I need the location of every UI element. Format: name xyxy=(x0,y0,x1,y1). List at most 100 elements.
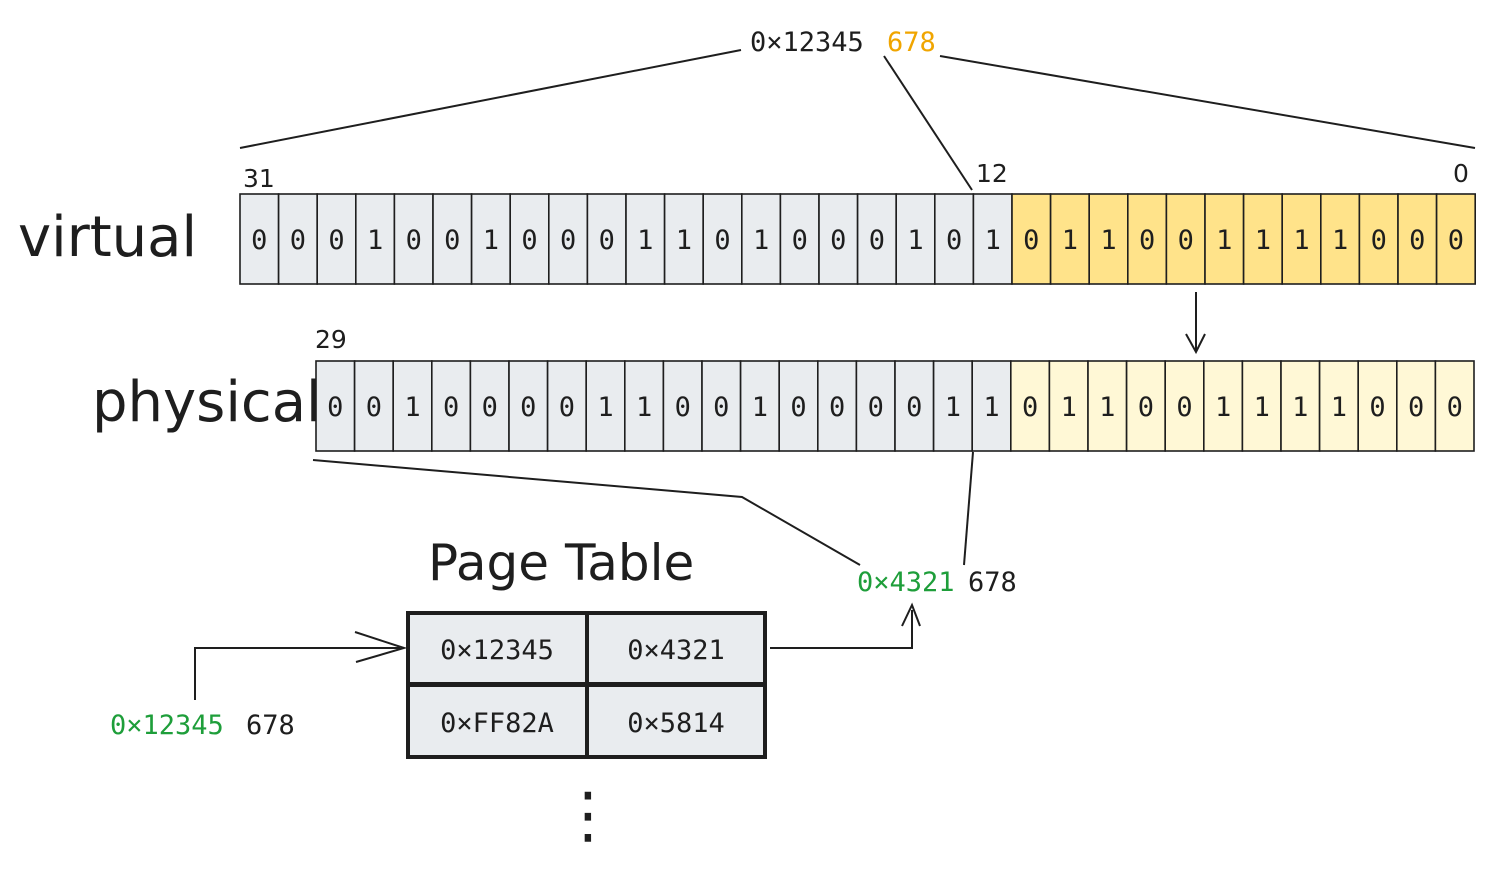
virtual-bit-cell xyxy=(1127,193,1168,285)
page-table-physical-0: 0×4321 xyxy=(627,635,725,666)
virtual-bit-value: 1 xyxy=(1216,225,1232,256)
lookup-arrow xyxy=(194,631,408,700)
physical-bit-cell xyxy=(1396,360,1437,452)
physical-bit-value: 1 xyxy=(597,392,613,423)
virtual-bit-value: 0 xyxy=(830,225,846,256)
phys-fan-split xyxy=(963,451,974,566)
virtual-bit-cell xyxy=(586,193,627,285)
virtual-bit-value: 0 xyxy=(714,225,730,256)
virtual-bit-cell xyxy=(509,193,550,285)
offset-copy-arrow xyxy=(1185,292,1206,355)
virtual-bit-value: 0 xyxy=(792,225,808,256)
virtual-bit-value: 0 xyxy=(406,225,422,256)
virtual-bit-value: 1 xyxy=(985,225,1001,256)
physical-bit-value: 0 xyxy=(906,392,922,423)
physical-bit-cell xyxy=(739,360,780,452)
virtual-bit-value: 1 xyxy=(1255,225,1271,256)
physical-bit-value: 0 xyxy=(1022,392,1038,423)
virtual-bit-cell xyxy=(1088,193,1129,285)
page-table-cell xyxy=(589,615,763,682)
physical-bit-value: 1 xyxy=(752,392,768,423)
virtual-bit-cell xyxy=(316,193,357,285)
physical-bit-value: 1 xyxy=(404,392,420,423)
physical-bit-cell xyxy=(816,360,858,452)
physical-bit-cell xyxy=(392,360,433,452)
page-table-cell xyxy=(410,687,585,755)
virtual-bit-value: 1 xyxy=(637,225,653,256)
physical-label: physical xyxy=(92,370,322,435)
physical-bit-value: 1 xyxy=(1061,392,1077,423)
virtual-bit-label-low: 0 xyxy=(1453,159,1469,188)
fan-line-right xyxy=(939,55,1476,149)
physical-bit-cell xyxy=(1048,360,1089,452)
physical-bit-cell xyxy=(1434,360,1475,452)
physical-bit-cell xyxy=(971,360,1012,452)
physical-bit-value: 0 xyxy=(366,392,382,423)
virtual-bit-value: 1 xyxy=(1062,225,1078,256)
virtual-bit-cell xyxy=(1242,193,1283,285)
phys-fan-left xyxy=(312,459,861,566)
virtual-bit-cell xyxy=(1049,193,1090,285)
physical-bit-value: 0 xyxy=(675,392,691,423)
page-table: 0×12345 0×4321 0×FF82A 0×5814 xyxy=(406,611,767,759)
result-arrow xyxy=(770,602,921,649)
physical-bit-value: 0 xyxy=(327,392,343,423)
virtual-bit-value: 1 xyxy=(483,225,499,256)
virtual-bit-cell xyxy=(779,193,820,285)
physical-bit-value: 0 xyxy=(868,392,884,423)
virtual-bit-cell xyxy=(1011,193,1052,285)
physical-bit-cell xyxy=(430,360,472,452)
virtual-bit-value: 0 xyxy=(1448,225,1464,256)
physical-bit-value: 0 xyxy=(713,392,729,423)
virtual-bit-cell xyxy=(740,193,782,285)
virtual-bit-value: 1 xyxy=(1100,225,1116,256)
virtual-bit-cell xyxy=(432,193,473,285)
virtual-bit-value: 1 xyxy=(367,225,383,256)
virtual-address-page: 0×12345 xyxy=(750,27,864,58)
virtual-bit-cell xyxy=(470,193,512,285)
virtual-bit-value: 0 xyxy=(1409,225,1425,256)
physical-address-frame: 0×4321 xyxy=(857,567,955,598)
physical-bit-label-high: 29 xyxy=(315,325,347,354)
physical-bit-value: 1 xyxy=(636,392,652,423)
physical-bit-value: 0 xyxy=(1369,392,1385,423)
physical-bit-value: 0 xyxy=(520,392,536,423)
virtual-bit-value: 1 xyxy=(1293,225,1309,256)
virtual-bit-cell xyxy=(818,193,859,285)
lookup-address-offset: 678 xyxy=(246,710,295,741)
virtual-bit-value: 0 xyxy=(251,225,267,256)
virtual-bit-cell xyxy=(547,193,589,285)
physical-bit-value: 0 xyxy=(1447,392,1463,423)
virtual-bit-value: 0 xyxy=(521,225,537,256)
page-table-cell xyxy=(589,687,763,755)
virtual-bit-cell xyxy=(663,193,704,285)
virtual-bit-value: 0 xyxy=(1178,225,1194,256)
virtual-bit-cell xyxy=(1204,193,1245,285)
physical-bit-cell xyxy=(546,360,587,452)
virtual-bit-value: 1 xyxy=(676,225,692,256)
physical-bit-value: 1 xyxy=(1292,392,1308,423)
physical-bit-cell xyxy=(1280,360,1321,452)
fan-line-left xyxy=(239,49,742,149)
lookup-address-page: 0×12345 xyxy=(110,710,224,741)
virtual-bit-value: 0 xyxy=(1139,225,1155,256)
fan-line-split xyxy=(883,55,973,191)
physical-bit-value: 0 xyxy=(559,392,575,423)
virtual-bit-cell xyxy=(625,193,666,285)
virtual-bit-cell xyxy=(972,193,1013,285)
physical-bit-cell xyxy=(508,360,549,452)
physical-bit-value: 1 xyxy=(983,392,999,423)
virtual-bit-value: 0 xyxy=(444,225,460,256)
physical-bit-cell xyxy=(1357,360,1398,452)
virtual-bit-cell xyxy=(1358,193,1399,285)
physical-bit-cell xyxy=(1203,360,1244,452)
virtual-bit-label-high: 31 xyxy=(243,164,275,193)
virtual-bit-cell xyxy=(354,193,396,285)
virtual-address-offset: 678 xyxy=(887,27,936,58)
physical-address-offset: 678 xyxy=(968,567,1017,598)
page-table-physical-1: 0×5814 xyxy=(627,708,725,739)
virtual-bit-value: 1 xyxy=(907,225,923,256)
physical-bit-cell xyxy=(1125,360,1166,452)
